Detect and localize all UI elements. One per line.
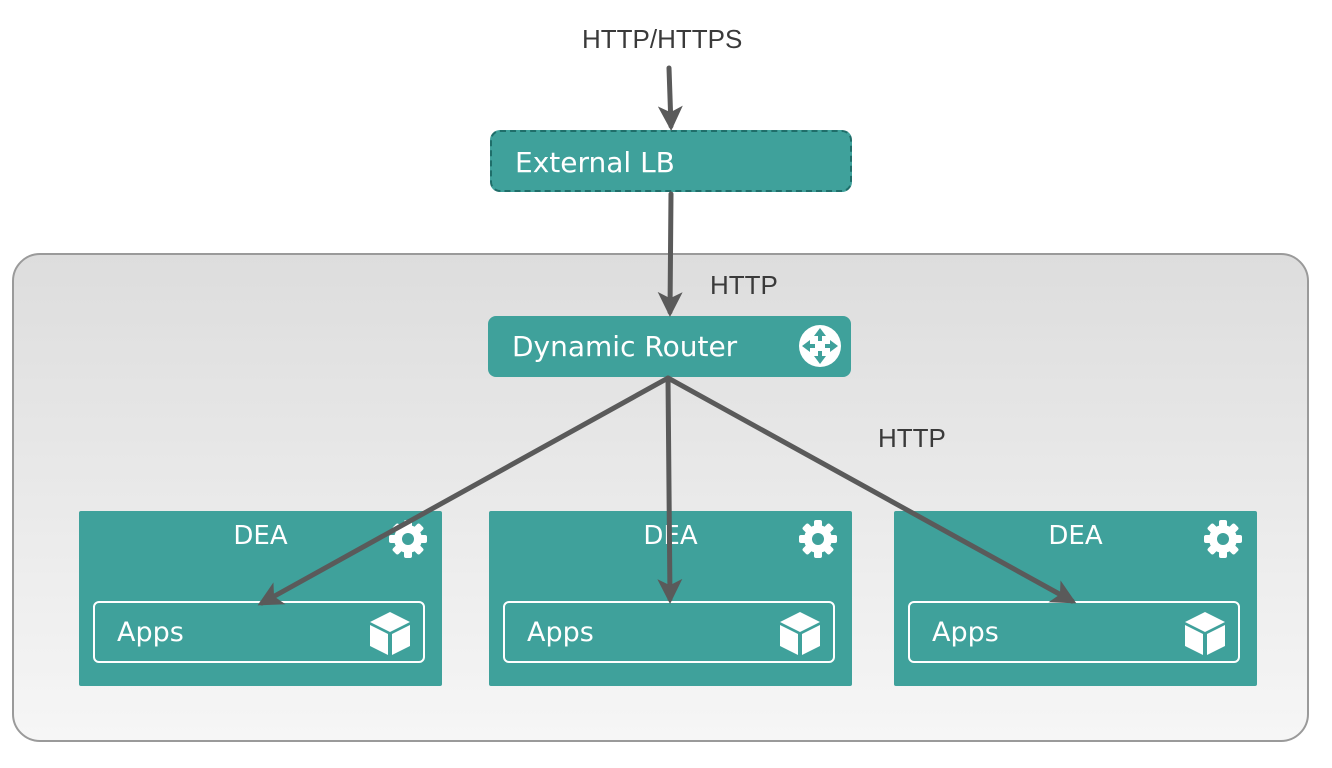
apps-box[interactable]: Apps (908, 601, 1240, 663)
dea-node-2[interactable]: DEA Apps (489, 511, 852, 686)
cube-icon (780, 612, 820, 655)
cube-icon (1185, 612, 1225, 655)
dynamic-router-node[interactable]: Dynamic Router (488, 316, 851, 377)
gear-icon (1204, 520, 1242, 558)
apps-label: Apps (527, 617, 594, 648)
apps-box[interactable]: Apps (503, 601, 835, 663)
external-lb-label: External LB (515, 146, 675, 179)
apps-label: Apps (117, 617, 184, 648)
dea-node-3[interactable]: DEA Apps (894, 511, 1257, 686)
dea-node-1[interactable]: DEA Apps (79, 511, 442, 686)
apps-box[interactable]: Apps (93, 601, 425, 663)
https-label: HTTP/HTTPS (582, 24, 743, 54)
arrow-into-lb (657, 65, 683, 131)
router-http-label: HTTP (710, 270, 778, 300)
external-lb-node[interactable]: External LB (490, 130, 852, 192)
gear-icon (389, 520, 427, 558)
dynamic-router-label: Dynamic Router (512, 330, 738, 363)
dea-http-label: HTTP (878, 423, 946, 453)
apps-label: Apps (932, 617, 999, 648)
router-icon (799, 325, 841, 367)
gear-icon (799, 520, 837, 558)
cube-icon (370, 612, 410, 655)
